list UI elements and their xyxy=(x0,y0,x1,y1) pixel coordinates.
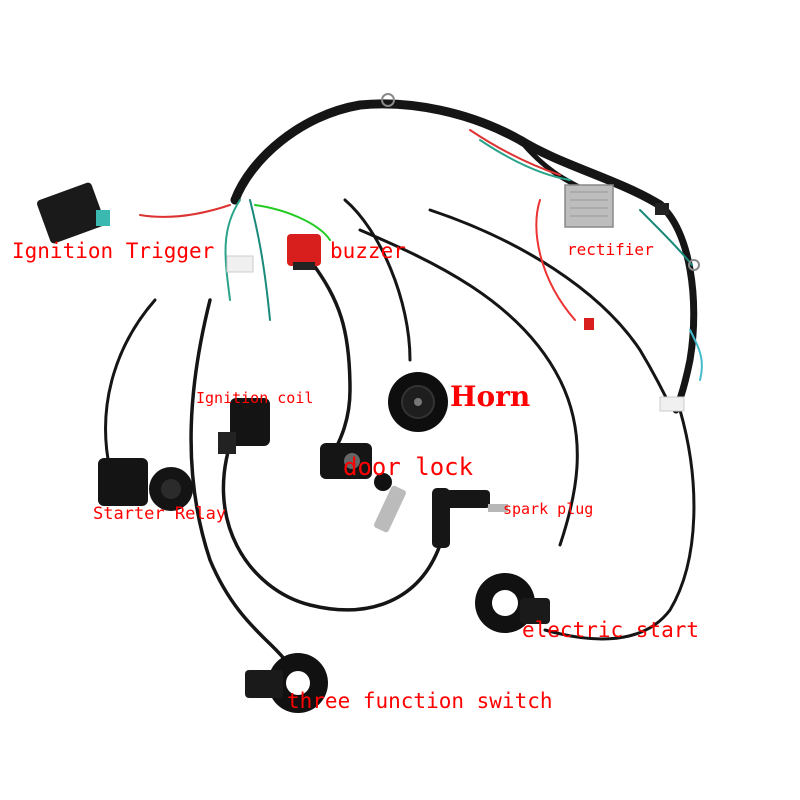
electric-start-switch xyxy=(475,573,550,633)
wire-to-three-function xyxy=(189,298,287,662)
buzzer-relay xyxy=(287,234,321,270)
spark-plug-cap xyxy=(432,488,508,548)
rectifier-unit xyxy=(564,184,614,228)
label-door-lock: door lock xyxy=(343,453,474,481)
white-connector xyxy=(659,396,685,412)
three-function-switch xyxy=(245,653,328,713)
label-ignition-coil: Ignition coil xyxy=(196,389,314,407)
harness-right-branch xyxy=(656,201,698,414)
black-connector xyxy=(655,203,669,215)
wire-to-spark-plug xyxy=(358,228,579,547)
wire-upper-right xyxy=(428,208,674,412)
label-horn: Horn xyxy=(450,380,531,413)
label-buzzer: buzzer xyxy=(330,239,406,263)
horn xyxy=(388,372,448,432)
wire-loop-bottom xyxy=(221,428,442,612)
wire-to-electric-start xyxy=(543,408,696,641)
ignition-coil xyxy=(218,398,270,454)
door-lock xyxy=(320,443,406,533)
wire-to-door-lock xyxy=(308,258,352,452)
label-ignition-trigger: Ignition Trigger xyxy=(12,239,215,263)
label-spark-plug: spark plug xyxy=(503,500,594,518)
label-electric-start: electric start xyxy=(522,618,700,642)
white-connector xyxy=(226,255,254,273)
label-starter-relay: Starter Relay xyxy=(93,504,227,524)
ring-terminal xyxy=(688,259,700,271)
ring-terminal xyxy=(381,93,395,107)
ignition-trigger-cdi xyxy=(37,182,110,244)
wire-to-horn xyxy=(343,198,412,362)
wire-to-starter-relay xyxy=(104,298,157,472)
label-rectifier: rectifier xyxy=(567,240,654,259)
main-harness-trunk xyxy=(230,99,665,210)
red-connector xyxy=(584,318,594,330)
starter-relay xyxy=(98,458,193,511)
label-three-function-switch: three function switch xyxy=(287,689,553,713)
